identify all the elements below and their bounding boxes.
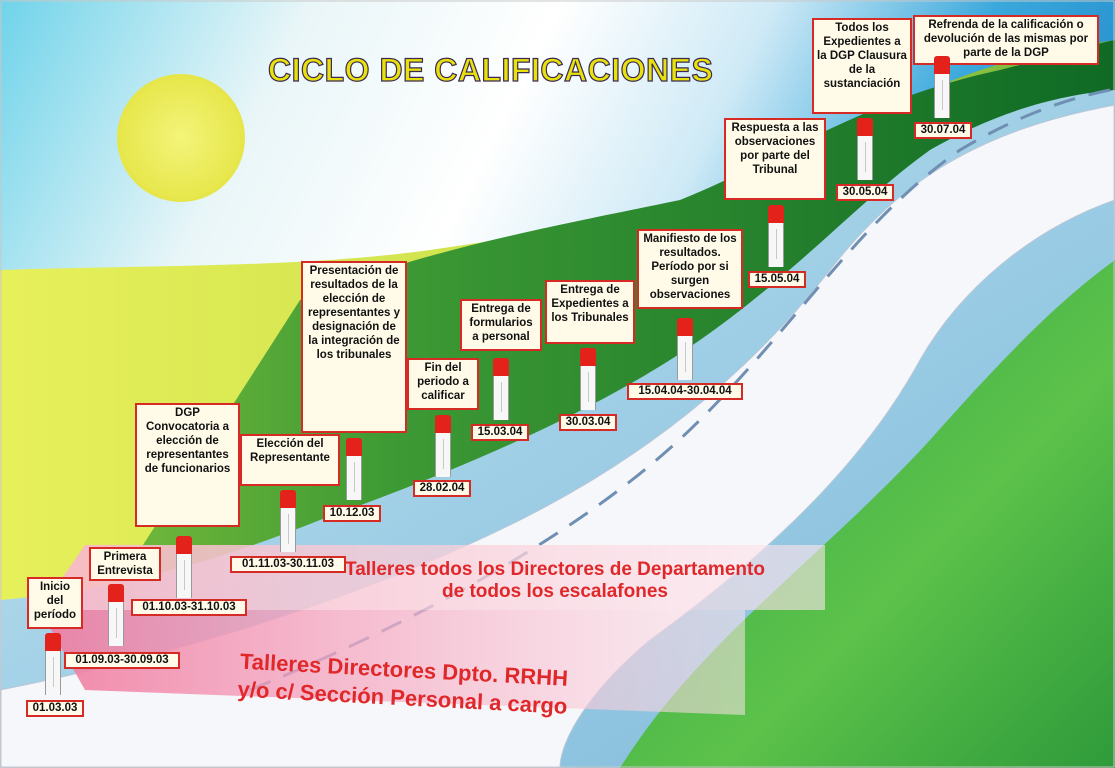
milestone-date-primera-entrevista: 01.09.03-30.09.03 <box>64 652 180 669</box>
milestone-date-entrega-expedientes: 30.03.04 <box>559 414 617 431</box>
milestone-label-refrenda: Refrenda de la calificación o devolución… <box>913 15 1099 65</box>
milestone-label-eleccion: Elección del Representante <box>240 434 340 486</box>
milestone-post-respuesta <box>768 205 784 267</box>
milestone-post-inicio <box>45 633 61 695</box>
band-upper-line2: de todos los escalafones <box>442 581 668 602</box>
milestone-post-presentacion <box>346 438 362 500</box>
diagram-title: CICLO DE CALIFICACIONES <box>267 51 714 88</box>
milestone-date-inicio: 01.03.03 <box>26 700 84 717</box>
milestone-date-eleccion: 01.11.03-30.11.03 <box>230 556 346 573</box>
milestone-date-presentacion: 10.12.03 <box>323 505 381 522</box>
milestone-post-manifiesto <box>677 318 693 380</box>
milestone-post-entrega-formularios <box>493 358 509 420</box>
milestone-post-eleccion <box>280 490 296 552</box>
milestone-label-entrega-formularios: Entrega de formularios a personal <box>460 299 542 351</box>
milestone-label-clausura: Todos los Expedientes a la DGP Clausura … <box>812 18 912 114</box>
milestone-label-inicio: Inicio del período <box>27 577 83 629</box>
milestone-label-primera-entrevista: Primera Entrevista <box>89 547 161 581</box>
milestone-label-manifiesto: Manifiesto de los resultados. Período po… <box>637 229 743 309</box>
milestone-post-clausura <box>857 118 873 180</box>
milestone-date-respuesta: 15.05.04 <box>748 271 806 288</box>
milestone-post-refrenda <box>934 56 950 118</box>
milestone-date-convocatoria: 01.10.03-31.10.03 <box>131 599 247 616</box>
milestone-post-primera-entrevista <box>108 584 124 646</box>
milestone-post-fin-periodo <box>435 415 451 477</box>
milestone-label-presentacion: Presentación de resultados de la elecció… <box>301 261 407 433</box>
milestone-label-convocatoria: DGP Convocatoria a elección de represent… <box>135 403 240 527</box>
milestone-date-clausura: 30.05.04 <box>836 184 894 201</box>
milestone-post-entrega-expedientes <box>580 348 596 410</box>
band-upper-line1: Talleres todos los Directores de Departa… <box>345 559 765 580</box>
milestone-post-convocatoria <box>176 536 192 598</box>
milestone-date-manifiesto: 15.04.04-30.04.04 <box>627 383 743 400</box>
milestone-label-respuesta: Respuesta a las observaciones por parte … <box>724 118 826 200</box>
band-upper-text: Talleres todos los Directores de Departa… <box>300 559 810 603</box>
milestone-label-entrega-expedientes: Entrega de Expedientes a los Tribunales <box>545 280 635 344</box>
milestone-label-fin-periodo: Fin del periodo a calificar <box>407 358 479 410</box>
milestone-date-entrega-formularios: 15.03.04 <box>471 424 529 441</box>
milestone-date-refrenda: 30.07.04 <box>914 122 972 139</box>
milestone-date-fin-periodo: 28.02.04 <box>413 480 471 497</box>
